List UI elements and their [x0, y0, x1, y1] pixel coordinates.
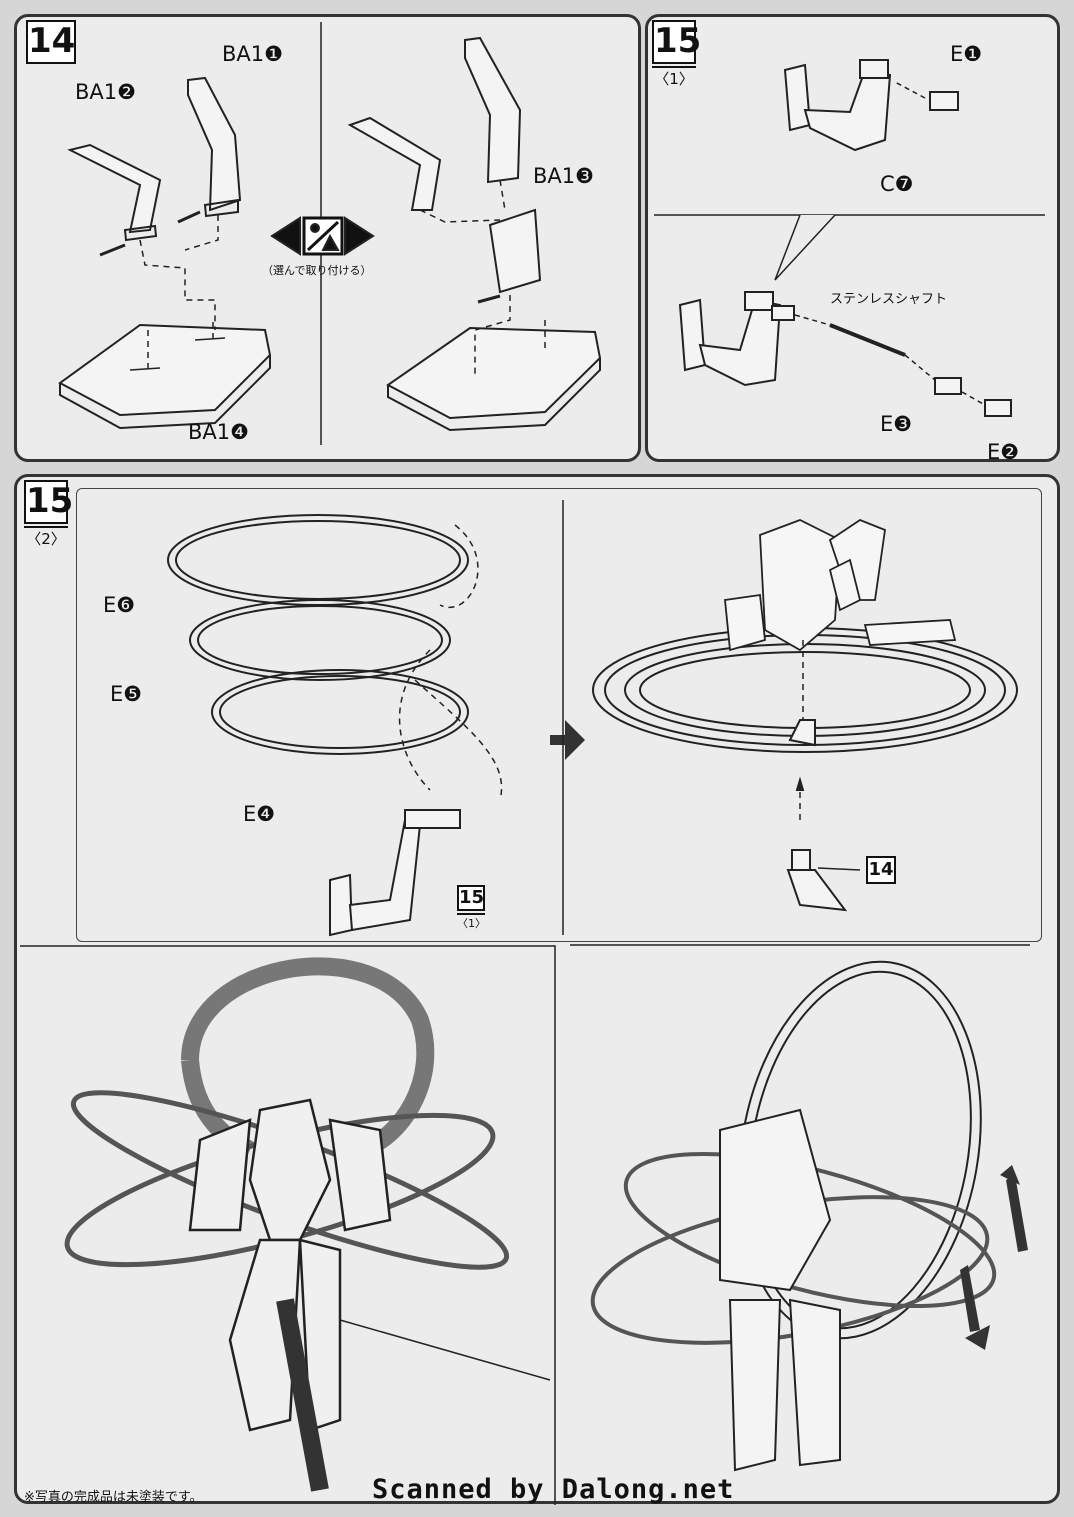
label-e3: E❸ — [880, 412, 913, 436]
label-ba1-1: BA1❶ — [222, 42, 283, 66]
ref-step-15-1-sub: 〈1〉 — [457, 913, 486, 931]
label-ba1-2: BA1❷ — [75, 80, 136, 104]
choice-note: （選んで取り付ける） — [262, 264, 372, 277]
c7-holder-bottom — [678, 291, 795, 387]
label-e4: E❹ — [243, 802, 276, 826]
stand-arm-ba1-2 — [67, 143, 162, 242]
label-e6: E❻ — [103, 593, 136, 617]
label-ba1-4: BA1❹ — [188, 420, 249, 444]
ring-set-left — [167, 514, 503, 801]
step-15-1-number: 15 — [652, 20, 701, 64]
base-plate-right — [386, 326, 602, 432]
step-15-2-inner-frame — [76, 488, 1042, 942]
stand-assembly-right — [347, 36, 546, 375]
label-stainless-shaft: ステンレスシャフト — [830, 292, 948, 307]
e3-part — [934, 377, 962, 395]
label-e1: E❶ — [950, 42, 983, 66]
ref-step-15-1: 15 — [457, 885, 485, 911]
step-14-number: 14 — [26, 20, 76, 64]
step-15-2-panel — [14, 474, 1060, 1504]
choice-icon — [270, 216, 375, 256]
step-15-2-number: 15 — [24, 480, 73, 524]
e-holder-small — [329, 809, 461, 937]
step-15-1-panel — [645, 14, 1060, 462]
label-e5: E❺ — [110, 682, 143, 706]
stainless-shaft — [829, 323, 906, 357]
label-ba1-3: BA1❸ — [533, 164, 594, 188]
e1-part — [929, 91, 959, 111]
step-15-1-sub: 〈1〉 — [652, 66, 696, 89]
c7-holder-top — [783, 59, 892, 152]
photo-robot-left — [64, 957, 551, 1492]
stand-14-arm — [786, 849, 848, 912]
robot-figure-top — [724, 518, 957, 652]
label-e2: E❷ — [987, 440, 1020, 464]
ref-step-14: 14 — [866, 856, 896, 884]
photo-note: ※写真の完成品は未塗装です。 — [24, 1490, 203, 1505]
step-15-2-sub: 〈2〉 — [24, 526, 68, 549]
arrow-right-icon — [550, 720, 585, 760]
scan-credit: Scanned by Dalong.net — [372, 1474, 735, 1505]
e2-part — [984, 399, 1012, 417]
sketch-robot-right — [590, 960, 1028, 1472]
base-plate-left — [58, 323, 272, 430]
stand-arm-ba1-1 — [187, 76, 242, 218]
label-c7: C❼ — [880, 172, 914, 196]
